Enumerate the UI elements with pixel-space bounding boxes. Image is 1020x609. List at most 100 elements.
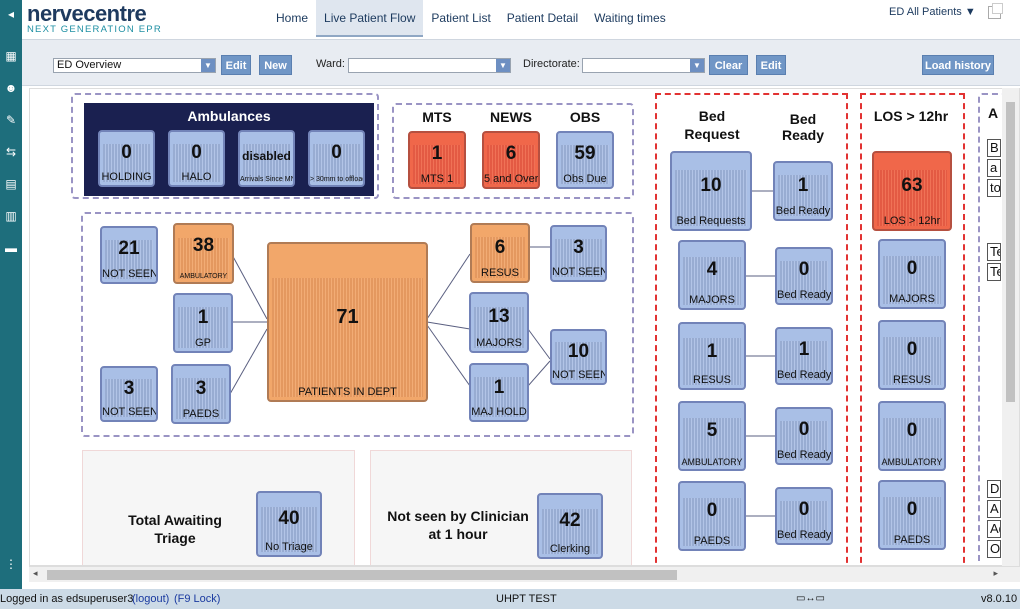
wrench-icon[interactable]: ✎ xyxy=(5,113,17,127)
cutoff-row[interactable]: Te xyxy=(987,243,1001,261)
directorate-select[interactable]: ▼ xyxy=(582,58,705,73)
scroll-left-icon[interactable]: ◂ xyxy=(33,568,38,578)
vertical-scrollbar[interactable] xyxy=(1002,88,1019,566)
load-history-button[interactable]: Load history xyxy=(922,55,994,75)
scroll-right-icon[interactable]: ▸ xyxy=(993,568,998,578)
tab-patient-list[interactable]: Patient List xyxy=(431,11,491,25)
ed-patients-selector[interactable]: ED All Patients ▼ xyxy=(889,6,976,18)
sparkline xyxy=(105,379,153,417)
news-label: 5 and Over xyxy=(484,173,539,185)
cutoff-row[interactable]: A xyxy=(987,500,1001,518)
bed-icon[interactable]: ▬ xyxy=(5,241,17,255)
window-icon[interactable] xyxy=(988,3,1003,19)
tab-home[interactable]: Home xyxy=(276,11,309,25)
sparkline xyxy=(683,338,741,385)
cutoff-row[interactable]: B xyxy=(987,139,1001,157)
edit-directorate-button[interactable]: Edit xyxy=(756,55,786,75)
collapse-icon[interactable]: ◂ xyxy=(7,7,15,21)
tab-waiting-times[interactable]: Waiting times xyxy=(594,11,666,25)
clear-button[interactable]: Clear xyxy=(709,55,748,75)
top-nav: Home Live Patient Flow Patient List Pati… xyxy=(268,0,674,37)
view-select[interactable]: ED Overview▼ xyxy=(53,58,216,73)
brand-sub: NEXT GENERATION EPR xyxy=(27,24,162,35)
cutoff-row[interactable]: D xyxy=(987,480,1001,498)
clipboard-icon[interactable]: ▥ xyxy=(5,209,17,223)
holding-label: HOLDING xyxy=(101,171,152,183)
cutoff-row[interactable]: to xyxy=(987,179,1001,197)
not-seen-1h-title: Not seen by Clinician at 1 hour xyxy=(387,508,529,542)
paeds-label: PAEDS xyxy=(182,408,220,420)
more-icon[interactable]: ⋮ xyxy=(5,557,17,571)
person-icon[interactable]: ☻ xyxy=(4,81,18,95)
vertical-scroll-thumb[interactable] xyxy=(1006,102,1015,402)
edit-view-button[interactable]: Edit xyxy=(221,55,251,75)
horizontal-scroll-thumb[interactable] xyxy=(47,570,677,580)
bed-ready-label-2: Bed Ready xyxy=(777,289,832,301)
sparkline xyxy=(105,239,153,279)
bed-ready-value-1: 1 xyxy=(797,175,809,196)
majors-bed-value: 4 xyxy=(706,259,718,280)
flow-icon[interactable]: ⇆ xyxy=(5,145,17,159)
sparkline xyxy=(413,144,461,184)
patients-in-dept-label: PATIENTS IN DEPT xyxy=(298,386,397,398)
mts1-value: 1 xyxy=(431,143,443,164)
los-resus-label: RESUS xyxy=(893,374,931,386)
los-group xyxy=(860,93,965,565)
f9-lock-link[interactable]: (F9 Lock) xyxy=(174,593,221,605)
tab-patient-detail[interactable]: Patient Detail xyxy=(506,11,579,25)
sparkline xyxy=(555,238,602,277)
tab-live-patient-flow[interactable]: Live Patient Flow xyxy=(316,0,424,37)
sparkline xyxy=(542,508,598,554)
chevron-down-icon: ▼ xyxy=(496,59,510,72)
ward-select[interactable]: ▼ xyxy=(348,58,511,73)
cutoff-row[interactable]: a xyxy=(987,159,1001,177)
new-view-button[interactable]: New xyxy=(259,55,292,75)
horizontal-scrollbar[interactable]: ◂ ▸ xyxy=(29,566,1020,582)
bed-ready-value-2: 0 xyxy=(798,259,810,280)
offload-tile[interactable]: 0> 30mm to offload xyxy=(308,130,365,187)
logout-link[interactable]: (logout) xyxy=(132,593,170,605)
cutoff-row[interactable]: Ad xyxy=(987,520,1001,538)
no-triage-value: 40 xyxy=(278,508,300,529)
archive-icon[interactable]: ▤ xyxy=(5,177,17,191)
cutoff-row[interactable]: O xyxy=(987,540,1001,558)
hospital-icon[interactable]: ▦ xyxy=(5,49,17,63)
cutoff-row[interactable]: Te xyxy=(987,263,1001,281)
view-select-value: ED Overview xyxy=(57,59,122,71)
beds-group xyxy=(655,93,848,565)
